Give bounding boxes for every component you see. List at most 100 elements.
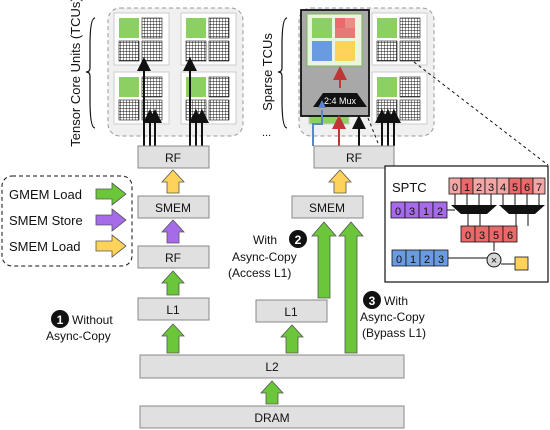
rf-to-tcu-arrows-left	[137, 57, 209, 146]
sptc-mux	[451, 205, 545, 214]
svg-text:SMEM: SMEM	[155, 201, 191, 215]
smem-box-right: SMEM	[291, 195, 364, 219]
tcu-block	[180, 12, 237, 66]
svg-text:(Bypass L1): (Bypass L1)	[362, 326, 426, 340]
svg-text:SMEM Store: SMEM Store	[9, 213, 83, 228]
annotation-async-copy-bypass-l1: 3 With Async-Copy (Bypass L1)	[360, 291, 426, 340]
svg-text:RF: RF	[165, 251, 181, 265]
svg-text:SMEM Load: SMEM Load	[9, 239, 81, 254]
mux-label: 2:4 Mux	[324, 96, 357, 106]
svg-text:L2: L2	[265, 360, 279, 374]
svg-text:2: 2	[295, 233, 302, 247]
sptc-label: SPTC	[392, 180, 427, 195]
svg-text:Without: Without	[72, 313, 113, 327]
svg-text:With: With	[384, 294, 408, 308]
svg-text:2: 2	[437, 206, 443, 218]
dram-to-l2-arrow	[260, 380, 284, 405]
sparse-tcu-brace	[277, 17, 288, 129]
svg-text:3: 3	[438, 254, 444, 266]
rf-box-left: RF	[137, 145, 210, 169]
svg-text:6: 6	[507, 230, 513, 242]
svg-text:2: 2	[476, 182, 482, 194]
svg-text:6: 6	[524, 182, 530, 194]
sparse-tcu-highlight: 2:4 Mux	[300, 9, 370, 117]
svg-text:1: 1	[410, 254, 416, 266]
svg-text:(Access L1): (Access L1)	[228, 266, 291, 280]
l1-box-left: L1	[137, 297, 210, 321]
gmem-load-arrow	[280, 324, 304, 354]
svg-text:1: 1	[423, 206, 429, 218]
sptc-detail: SPTC 0 1 2 3 4 5 6 7 0 3	[384, 165, 549, 283]
svg-text:0: 0	[465, 230, 471, 242]
sparse-tcu-label: Sparse TCUs	[260, 33, 275, 111]
svg-text:Async-Copy: Async-Copy	[232, 250, 297, 264]
sptc-wires	[447, 194, 540, 226]
smem-store-arrow	[161, 219, 185, 244]
tcu-group-label: Tensor Core Units (TCUs)	[68, 0, 83, 147]
smem-load-arrow	[328, 169, 352, 194]
sptc-index-row: 0 3 1 2	[390, 201, 448, 219]
svg-text:L1: L1	[166, 303, 180, 317]
number-badge: 3	[363, 291, 381, 309]
tcu-group-brace	[85, 17, 96, 129]
tcu-group-right: 2:4 Mux	[298, 7, 435, 146]
svg-text:×: ×	[491, 255, 497, 267]
smem-box-left: SMEM	[137, 195, 210, 219]
svg-text:GMEM Load: GMEM Load	[9, 187, 82, 202]
sptc-multiply-wires	[448, 242, 515, 265]
gmem-load-arrow-bypass-l1	[338, 221, 364, 354]
svg-text:RF: RF	[346, 151, 362, 165]
sptc-output-cell	[514, 256, 529, 271]
svg-text:0: 0	[395, 206, 401, 218]
legend-item-smem-store: SMEM Store	[9, 208, 127, 232]
tcu-block	[371, 71, 428, 125]
svg-text:5: 5	[493, 230, 499, 242]
svg-text:5: 5	[512, 182, 518, 194]
legend-item-smem-load: SMEM Load	[9, 234, 127, 258]
svg-text:4: 4	[500, 182, 506, 194]
annotation-async-copy-access-l1: With 2 Async-Copy (Access L1)	[228, 230, 307, 280]
svg-text:3: 3	[409, 206, 415, 218]
l1-box-right: L1	[255, 299, 328, 323]
annotation-without-async-copy: 1 Without Async-Copy	[46, 310, 113, 343]
gmem-load-arrow	[161, 270, 185, 296]
zoom-line	[413, 61, 549, 166]
mux-shape	[313, 93, 367, 107]
svg-text:SMEM: SMEM	[309, 201, 345, 215]
number-badge: 1	[51, 310, 69, 328]
svg-text:DRAM: DRAM	[254, 411, 289, 425]
dram-box: DRAM	[139, 405, 405, 429]
svg-text:RF: RF	[165, 151, 181, 165]
svg-text:3: 3	[369, 294, 376, 308]
svg-text:0: 0	[396, 254, 402, 266]
tcu-block	[371, 12, 428, 66]
svg-text:With: With	[253, 233, 277, 247]
tcu-block	[113, 12, 170, 66]
legend: GMEM Load SMEM Store SMEM Load	[1, 175, 133, 267]
sptc-input-row: 0 1 2 3	[391, 249, 449, 267]
gmem-load-arrow-access-l1	[311, 221, 337, 299]
smem-load-arrow	[161, 169, 185, 194]
rf-box-right: RF	[313, 145, 395, 169]
ellipsis: ...	[262, 127, 271, 139]
sptc-top-row: 0 1 2 3 4 5 6 7	[448, 177, 546, 195]
l2-box: L2	[139, 354, 405, 379]
gmem-load-arrow	[161, 323, 185, 354]
svg-text:0: 0	[452, 182, 458, 194]
svg-text:3: 3	[479, 230, 485, 242]
tcu-block	[113, 71, 170, 125]
rf-to-sptc-arrows	[312, 100, 401, 146]
svg-text:7: 7	[536, 182, 542, 194]
svg-text:Async-Copy: Async-Copy	[360, 310, 425, 324]
tcu-group-left	[107, 7, 244, 146]
svg-text:1: 1	[57, 313, 64, 327]
sptc-selected-row: 0 3 5 6	[460, 225, 518, 243]
svg-text:1: 1	[464, 182, 470, 194]
legend-item-gmem-load: GMEM Load	[9, 182, 127, 206]
multiply-icon: ×	[486, 252, 502, 268]
svg-text:2: 2	[424, 254, 430, 266]
svg-text:L1: L1	[284, 305, 298, 319]
svg-text:3: 3	[488, 182, 494, 194]
svg-text:Async-Copy: Async-Copy	[46, 329, 111, 343]
